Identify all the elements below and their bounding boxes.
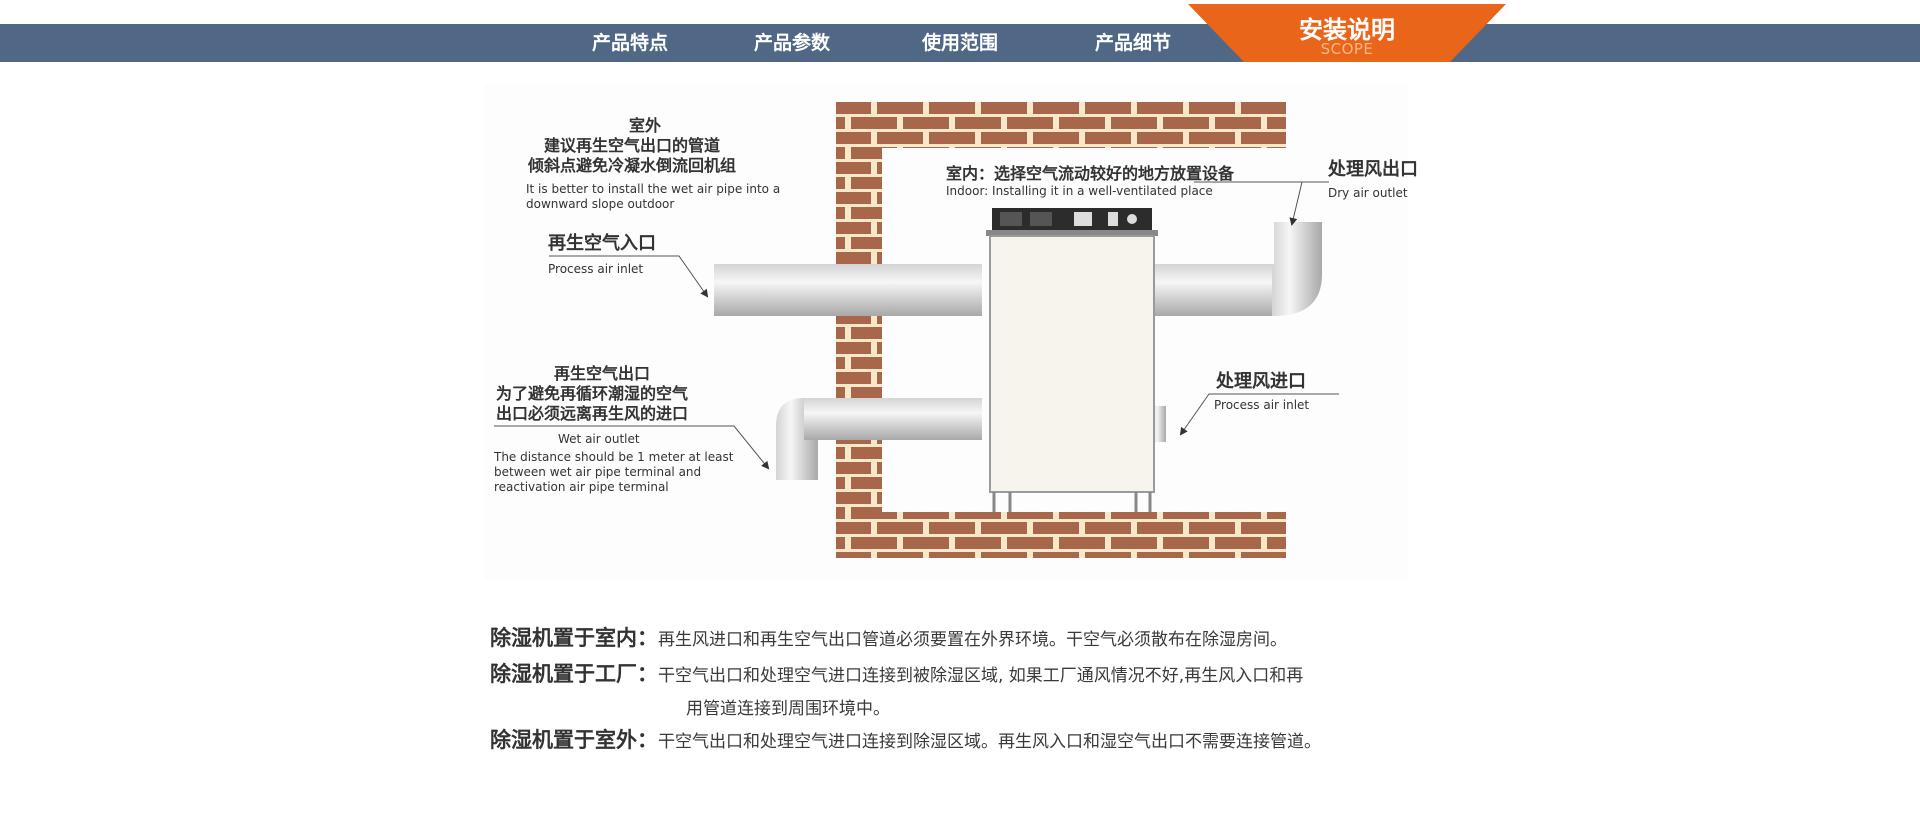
diagram-background — [484, 84, 1408, 580]
description-indoor-text: 再生风进口和再生空气出口管道必须要置在外界环境。干空气必须散布在除湿房间。 — [658, 630, 1287, 650]
description-factory-text-2: 用管道连接到周围环境中。 — [686, 699, 890, 719]
regen-outlet-cn-2: 为了避免再循环潮湿的空气 — [496, 384, 689, 403]
wet-outlet-arrow — [494, 425, 770, 470]
bottom-brick-wall — [836, 512, 1286, 558]
outdoor-note-en-2: downward slope outdoor — [526, 197, 675, 211]
unit-switch — [1108, 212, 1118, 226]
dry-outlet-arrow — [1289, 181, 1329, 226]
outdoor-note-cn-1: 建议再生空气出口的管道 — [544, 136, 721, 155]
wet-outlet-elbow — [776, 398, 818, 480]
active-tab-title: 安装说明 — [1299, 16, 1395, 44]
unit-port-2 — [1030, 212, 1052, 226]
nav-item-details[interactable]: 产品细节 — [1094, 32, 1171, 54]
process-inlet-label-en: Process air inlet — [1214, 398, 1310, 412]
description-factory-label: 除湿机置于工厂： — [490, 662, 658, 686]
description-indoor: 除湿机置于室内：再生风进口和再生空气出口管道必须要置在外界环境。干空气必须散布在… — [490, 622, 1287, 652]
outdoor-note-cn-2: 倾斜点避免冷凝水倒流回机组 — [528, 156, 737, 175]
left-brick-wall — [836, 102, 882, 552]
unit-knob — [1127, 214, 1137, 224]
unit-top-rim — [986, 230, 1158, 236]
dry-outlet-label-en: Dry air outlet — [1328, 186, 1408, 200]
indoor-note-cn: 室内：选择空气流动较好的地方放置设备 — [946, 164, 1235, 183]
description-factory-continued: 用管道连接到周围环境中。 — [686, 694, 890, 719]
installation-diagram: 室外 建议再生空气出口的管道 倾斜点避免冷凝水倒流回机组 It is bette… — [484, 84, 1418, 580]
wet-note-en-1: The distance should be 1 meter at least — [494, 450, 734, 464]
description-indoor-label: 除湿机置于室内： — [490, 626, 658, 650]
regen-inlet-label-cn: 再生空气入口 — [548, 233, 656, 254]
process-inlet-label-cn: 处理风进口 — [1216, 371, 1306, 392]
process-inlet-stub — [1152, 406, 1166, 442]
description-outdoor-label: 除湿机置于室外： — [490, 728, 658, 752]
active-tab-shape — [1188, 4, 1506, 62]
unit-port-1 — [1000, 212, 1022, 226]
description-factory-text: 干空气出口和处理空气进口连接到被除湿区域, 如果工厂通风情况不好,再生风入口和再 — [658, 666, 1304, 686]
outdoor-note-en-1: It is better to install the wet air pipe… — [526, 182, 781, 196]
dehumidifier-unit — [989, 235, 1155, 493]
process-inlet-arrow — [1179, 393, 1339, 436]
wet-outlet-pipe — [804, 398, 982, 440]
regen-outlet-cn-3: 出口必须远离再生风的进口 — [496, 404, 689, 423]
regen-inlet-label-en: Process air inlet — [548, 262, 644, 276]
outdoor-title: 室外 — [629, 116, 662, 135]
wet-note-en-2: between wet air pipe terminal and — [494, 465, 702, 479]
dry-outlet-pipe — [1152, 264, 1272, 316]
regen-inlet-arrow — [549, 255, 709, 298]
nav-item-scope[interactable]: 使用范围 — [921, 32, 998, 54]
nav-item-installation[interactable]: 安装说明 SCOPE — [1188, 4, 1506, 62]
regen-outlet-cn-1: 再生空气出口 — [554, 364, 651, 383]
nav-bar — [0, 24, 1920, 62]
wet-note-en-3: reactivation air pipe terminal — [494, 480, 669, 494]
nav-item-parameters[interactable]: 产品参数 — [753, 32, 830, 54]
nav-item-features[interactable]: 产品特点 — [591, 32, 668, 54]
unit-display — [1074, 212, 1092, 226]
dry-outlet-elbow — [1272, 222, 1322, 316]
regen-inlet-pipe — [714, 264, 982, 316]
dry-outlet-label-cn: 处理风出口 — [1328, 159, 1418, 180]
indoor-note-en: Indoor: Installing it in a well-ventilat… — [946, 184, 1213, 198]
description-outdoor-text: 干空气出口和处理空气进口连接到除湿区域。再生风入口和湿空气出口不需要连接管道。 — [658, 732, 1321, 752]
top-brick-wall — [836, 102, 1286, 148]
description-factory: 除湿机置于工厂：干空气出口和处理空气进口连接到被除湿区域, 如果工厂通风情况不好… — [490, 658, 1303, 688]
description-outdoor: 除湿机置于室外：干空气出口和处理空气进口连接到除湿区域。再生风入口和湿空气出口不… — [490, 724, 1321, 754]
wet-outlet-label-en: Wet air outlet — [558, 432, 640, 446]
active-tab-subtitle: SCOPE — [1320, 40, 1374, 58]
